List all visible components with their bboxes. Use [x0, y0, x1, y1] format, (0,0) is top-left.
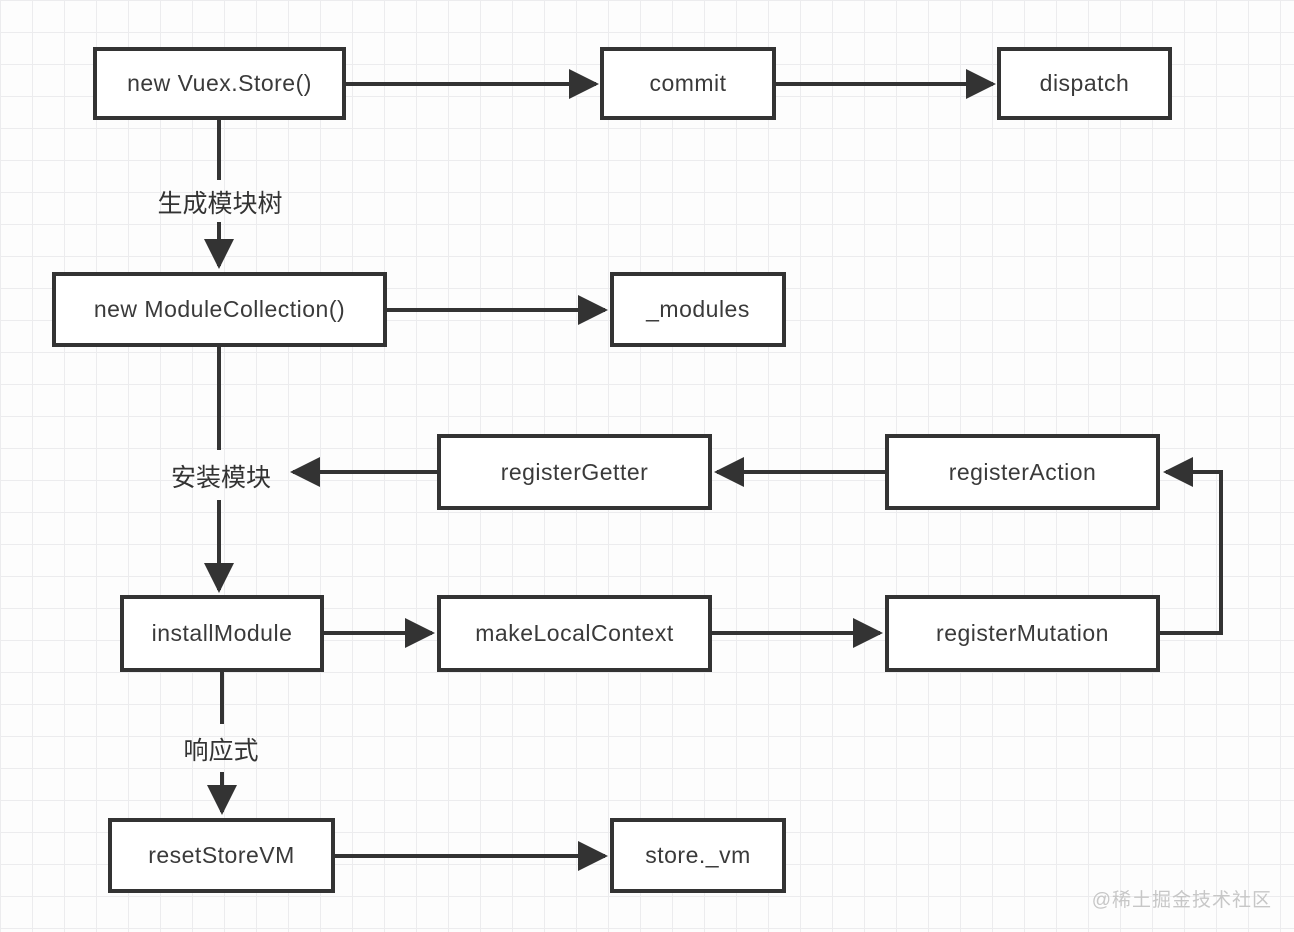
node-reset-store-vm: resetStoreVM: [108, 818, 335, 893]
edge-label-generate-module-tree: 生成模块树: [157, 190, 283, 218]
node-make-local-context: makeLocalContext: [437, 595, 712, 672]
node-install-module: installModule: [120, 595, 324, 672]
node-store-vm: store._vm: [610, 818, 786, 893]
node-register-action: registerAction: [885, 434, 1160, 510]
edge-label-install-module: 安装模块: [170, 464, 272, 492]
node-dispatch: dispatch: [997, 47, 1172, 120]
edge-label-reactive: 响应式: [183, 737, 259, 765]
node-new-module-collection: new ModuleCollection(): [52, 272, 387, 347]
edge-registerMutation-registerAction: [1160, 457, 1223, 635]
node-modules: _modules: [610, 272, 786, 347]
node-commit: commit: [600, 47, 776, 120]
node-register-getter: registerGetter: [437, 434, 712, 510]
node-register-mutation: registerMutation: [885, 595, 1160, 672]
watermark: @稀土掘金技术社区: [1091, 890, 1272, 911]
node-new-vuex-store: new Vuex.Store(): [93, 47, 346, 120]
